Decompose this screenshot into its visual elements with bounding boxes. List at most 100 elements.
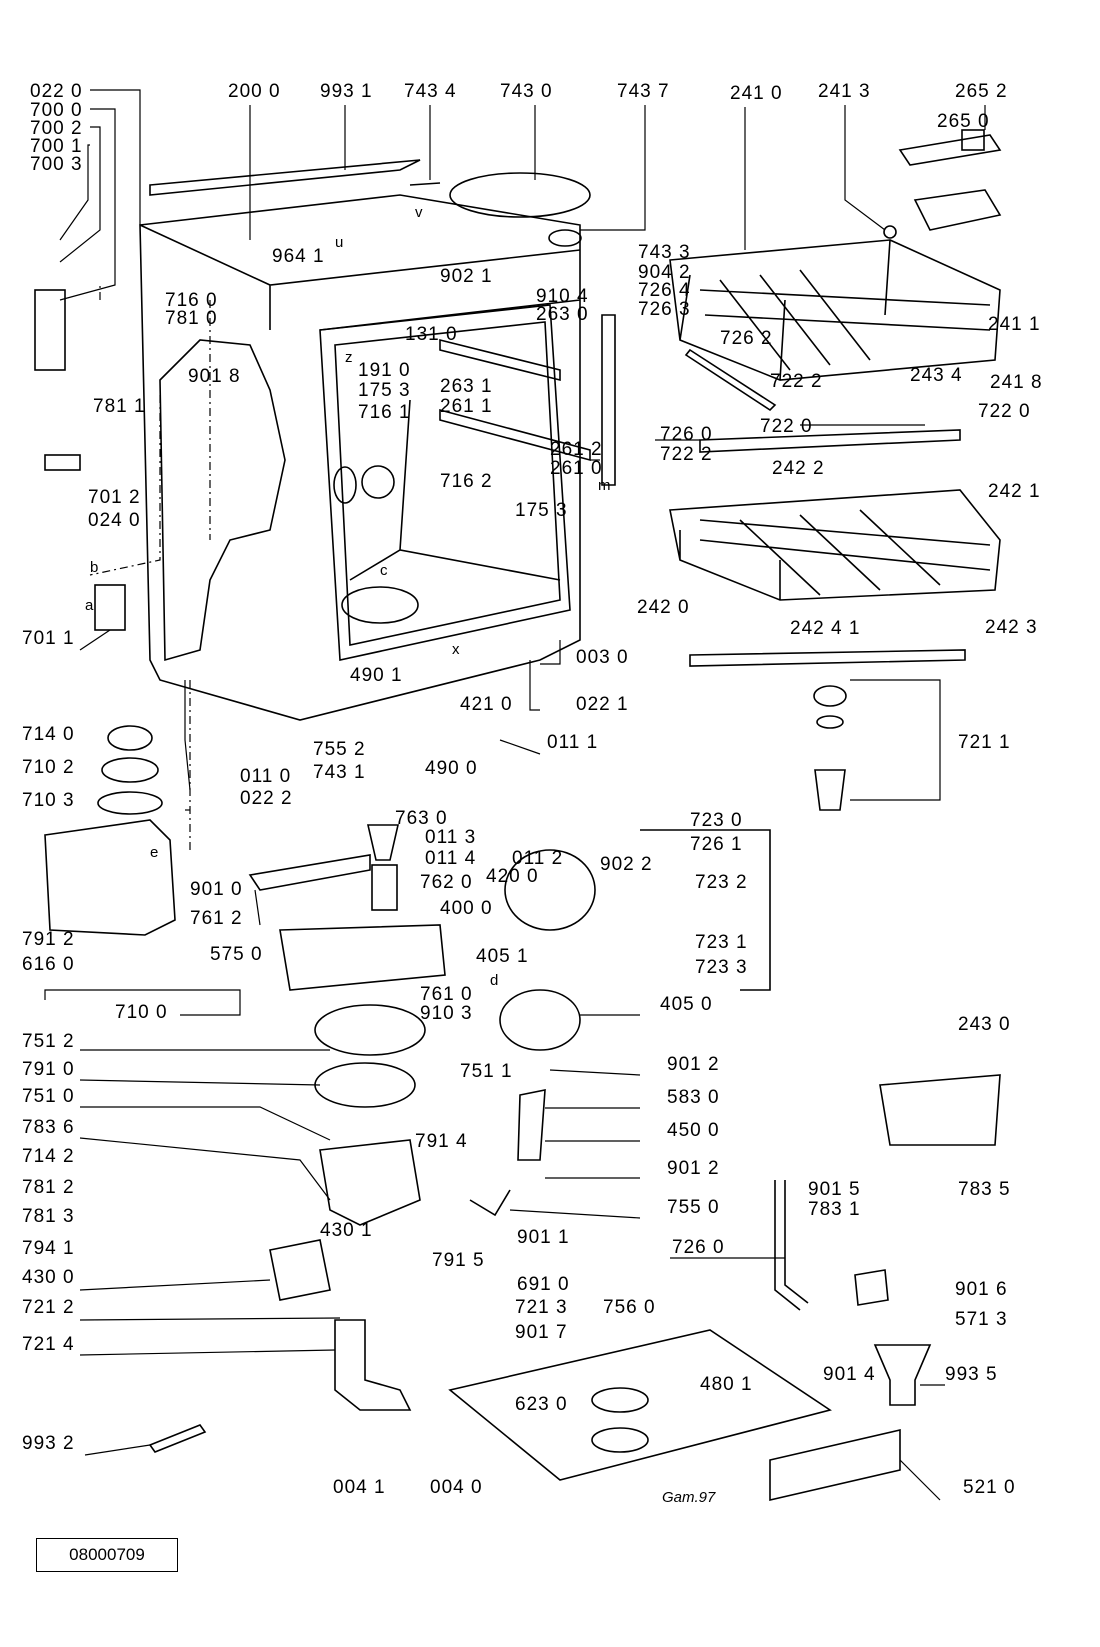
callout-label: 791 2: [22, 929, 75, 950]
callout-label: 003 0: [576, 647, 629, 668]
top-panel-993-1: [149, 159, 421, 196]
callout-label: 722 2: [770, 371, 823, 392]
control-panel-521-0: [769, 1428, 901, 1502]
callout-label: 902 1: [440, 266, 493, 287]
leader-line: [79, 1279, 271, 1291]
callout-label: 722 2: [660, 444, 713, 465]
callout-label: 721 2: [22, 1297, 75, 1318]
callout-label: 794 1: [22, 1238, 75, 1259]
callout-label: 200 0: [228, 81, 281, 102]
leader-line: [580, 105, 646, 231]
callout-label: 783 1: [808, 1199, 861, 1220]
callout-label: 726 2: [720, 328, 773, 349]
callout-label: 791 4: [415, 1131, 468, 1152]
callout-label: 263 0: [536, 304, 589, 325]
nozzle-721: [814, 769, 846, 811]
seal-791-0: [314, 1062, 416, 1108]
float-disc: [591, 1427, 649, 1453]
callout-label: 011 2: [512, 848, 563, 869]
rail-722-2: [684, 348, 777, 412]
callout-label: 242 2: [772, 458, 825, 479]
leader-line: [59, 144, 90, 241]
callout-label: 701 1: [22, 628, 75, 649]
cutlery-rack-241-1: [913, 189, 1002, 231]
drain-721-4: [334, 1319, 412, 1411]
callout-label: 743 7: [617, 81, 670, 102]
filter-762-0: [371, 864, 398, 911]
leader-line: [844, 105, 886, 231]
callout-label: 700 2: [30, 118, 83, 139]
impeller-583-0: [517, 1089, 546, 1161]
part-drawings: [34, 129, 1002, 1502]
drain-pump-430-0: [269, 1239, 331, 1301]
detergent-dispenser-243-0: [879, 1074, 1001, 1146]
callout-label: 726 0: [672, 1237, 725, 1258]
reference-letter: z: [345, 349, 353, 366]
gasket-761-0: [279, 924, 446, 991]
callout-label: 521 0: [963, 1477, 1016, 1498]
leader-line: [79, 629, 111, 651]
reference-letter: b: [90, 559, 98, 576]
cover-743-0: [449, 172, 591, 218]
callout-label: 781 3: [22, 1206, 75, 1227]
callout-label: 901 6: [955, 1279, 1008, 1300]
leader-line: [79, 1317, 341, 1321]
callout-label: 723 3: [695, 957, 748, 978]
callout-label: 716 1: [358, 402, 411, 423]
callout-label: 763 0: [395, 808, 448, 829]
callout-label: 910 3: [420, 1003, 473, 1024]
callout-label: 761 0: [420, 984, 473, 1005]
callout-label: 743 4: [404, 81, 457, 102]
callout-label: 901 2: [667, 1054, 720, 1075]
callout-label: 571 3: [955, 1309, 1008, 1330]
leader-line: [499, 739, 541, 755]
callout-label: 710 0: [115, 1002, 168, 1023]
upper-rack-grid: [699, 269, 991, 371]
callout-label: 700 1: [30, 136, 83, 157]
callout-label: 781 1: [93, 396, 146, 417]
callout-label: 242 3: [985, 617, 1038, 638]
leader-line: [79, 1079, 321, 1086]
leader-line: [79, 1349, 336, 1356]
reference-letter: x: [452, 641, 460, 658]
reference-letter: u: [335, 234, 343, 251]
leader-line: [80, 1106, 331, 1141]
callout-label: 263 1: [440, 376, 493, 397]
leader-line: [529, 660, 540, 711]
callout-label: 261 2: [550, 439, 603, 460]
callout-label: 723 1: [695, 932, 748, 953]
clamp-701-2: [44, 454, 81, 471]
callout-label: 993 1: [320, 81, 373, 102]
callout-label: 575 0: [210, 944, 263, 965]
callout-label: 011 1: [547, 732, 598, 753]
leader-line: [184, 680, 191, 791]
leader-line: [59, 108, 116, 301]
motor-400-0: [504, 849, 596, 931]
callout-label: 405 0: [660, 994, 713, 1015]
callout-label: 751 0: [22, 1086, 75, 1107]
callout-label: 901 5: [808, 1179, 861, 1200]
leader-line: [59, 126, 101, 263]
callout-label: 762 0: [420, 872, 473, 893]
hose-755-0: [469, 1189, 511, 1217]
callout-label: 723 0: [690, 810, 743, 831]
hose-726-0-bottom: [774, 1180, 809, 1311]
callout-label: 721 4: [22, 1334, 75, 1355]
seal-721: [816, 715, 844, 729]
callout-label: 722 0: [978, 401, 1031, 422]
callout-label: 700 3: [30, 154, 83, 175]
hinge-726-0: [601, 314, 616, 486]
callout-label: 242 4 1: [790, 618, 860, 639]
arm-723: [640, 829, 771, 991]
ring-710-2: [101, 757, 159, 783]
callout-label: 910 4: [536, 286, 589, 307]
leader-lines: [44, 89, 986, 1501]
callout-label: 751 1: [460, 1061, 513, 1082]
wheel-716-2: [361, 465, 395, 499]
callout-label: 761 2: [190, 908, 243, 929]
leader-line: [899, 1459, 941, 1501]
callout-label: 993 2: [22, 1433, 75, 1454]
